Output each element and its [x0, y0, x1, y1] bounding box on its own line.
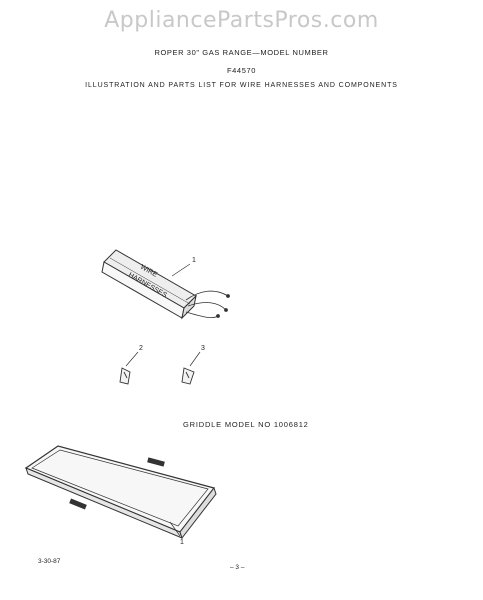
page-number: – 3 – — [230, 564, 245, 571]
griddle-callout: 1 — [180, 539, 184, 546]
terminal-3-leader — [189, 351, 201, 367]
harness-wires — [185, 290, 230, 319]
terminal-3-callout: 3 — [201, 345, 205, 352]
footer-date: 3-30-87 — [38, 558, 61, 565]
griddle-model-label: GRIDDLE MODEL NO 1006812 — [183, 420, 309, 429]
illustration-title: ILLUSTRATION AND PARTS LIST FOR WIRE HAR… — [85, 82, 398, 89]
harness-callout: 1 — [192, 257, 196, 264]
terminal-3-part — [181, 367, 195, 385]
harness-leader-line — [171, 263, 191, 277]
griddle-drawing — [24, 445, 217, 540]
wire-harness-box — [101, 249, 197, 320]
terminal-2-leader — [125, 351, 139, 367]
griddle-leader — [169, 521, 181, 537]
watermark: AppliancePartsPros.com — [104, 8, 379, 33]
terminal-2-callout: 2 — [139, 345, 143, 352]
model-number: F44570 — [226, 66, 257, 75]
title-model: ROPER 30" GAS RANGE—MODEL NUMBER — [154, 48, 329, 57]
terminal-2-part — [119, 367, 131, 385]
